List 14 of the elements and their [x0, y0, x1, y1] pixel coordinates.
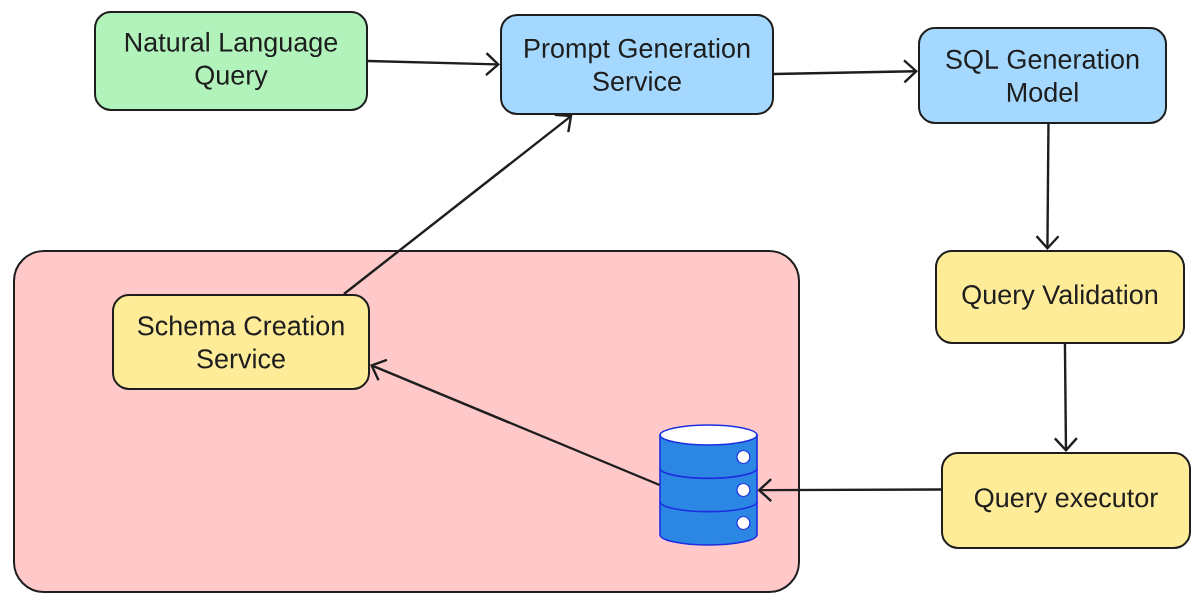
process-box: Query Validation: [935, 250, 1185, 344]
arrow: [367, 52, 500, 77]
process-box: Prompt Generation Service: [500, 14, 774, 115]
arrow: [773, 59, 918, 84]
arrow: [370, 358, 661, 487]
arrow: [1054, 343, 1078, 452]
process-box: Query executor: [941, 452, 1191, 549]
arrow: [1035, 123, 1060, 250]
process-box: Schema Creation Service: [112, 294, 370, 390]
arrow: [343, 113, 573, 295]
process-box: Natural Language Query: [94, 11, 368, 111]
process-box: SQL Generation Model: [918, 27, 1167, 124]
arrow: [757, 478, 941, 502]
database-cylinder: [659, 424, 758, 546]
